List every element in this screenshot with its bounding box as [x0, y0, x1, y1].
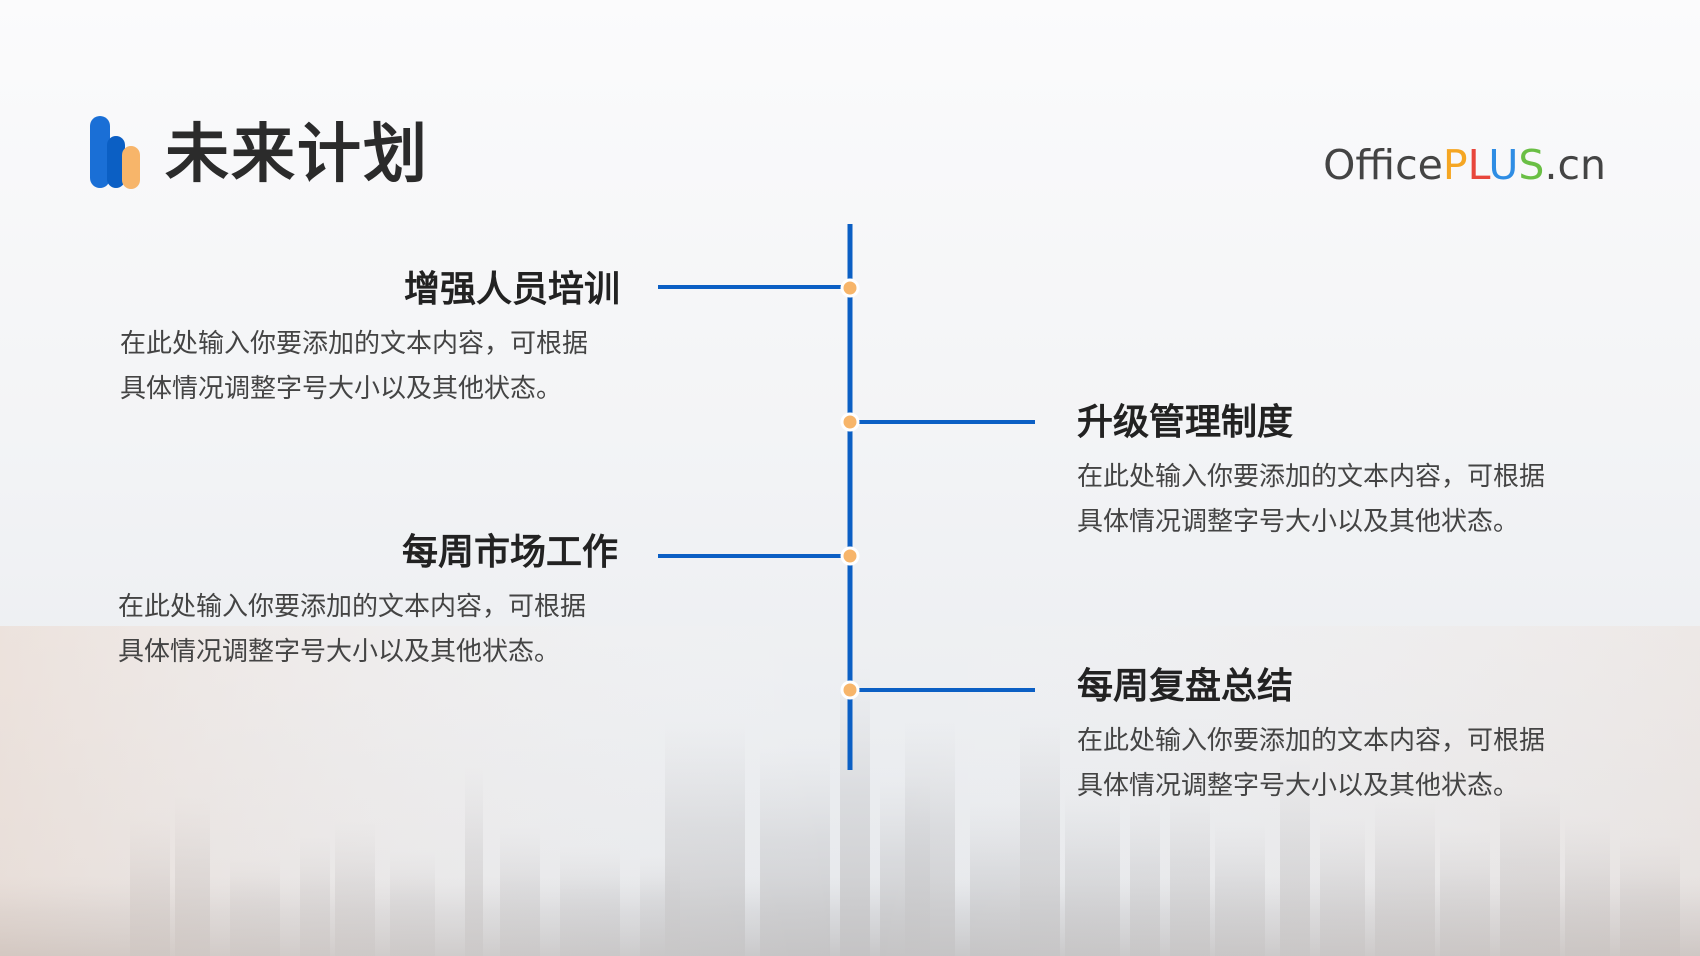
brand-office: Office — [1323, 141, 1443, 189]
slide-logo-icon — [90, 116, 140, 189]
officeplus-brand-logo: OfficePLUS.cn — [1323, 140, 1606, 190]
brand-letter-u: U — [1488, 141, 1519, 189]
item-title: 增强人员培训 — [403, 269, 620, 310]
brand-letter-p: P — [1442, 141, 1468, 189]
timeline-item-1: 增强人员培训 在此处输入你要添加的文本内容，可根据具体情况调整字号大小以及其他状… — [120, 266, 620, 412]
brand-suffix: .cn — [1544, 141, 1606, 189]
timeline-dot-4 — [840, 680, 860, 700]
item-body: 在此处输入你要添加的文本内容，可根据具体情况调整字号大小以及其他状态。 — [118, 592, 587, 667]
item-title: 每周复盘总结 — [1077, 666, 1294, 707]
timeline-item-2: 升级管理制度 在此处输入你要添加的文本内容，可根据具体情况调整字号大小以及其他状… — [1077, 399, 1577, 545]
brand-letter-l: L — [1467, 141, 1489, 189]
timeline-dot-3 — [840, 546, 860, 566]
page-title: 未来计划 — [165, 118, 429, 192]
timeline-item-4: 每周复盘总结 在此处输入你要添加的文本内容，可根据具体情况调整字号大小以及其他状… — [1077, 663, 1577, 809]
item-body: 在此处输入你要添加的文本内容，可根据具体情况调整字号大小以及其他状态。 — [120, 329, 589, 404]
item-title: 每周市场工作 — [401, 532, 618, 573]
item-body: 在此处输入你要添加的文本内容，可根据具体情况调整字号大小以及其他状态。 — [1077, 462, 1546, 537]
timeline-item-3: 每周市场工作 在此处输入你要添加的文本内容，可根据具体情况调整字号大小以及其他状… — [118, 529, 618, 675]
item-body: 在此处输入你要添加的文本内容，可根据具体情况调整字号大小以及其他状态。 — [1077, 726, 1546, 801]
item-title: 升级管理制度 — [1077, 402, 1294, 443]
timeline-dot-2 — [840, 412, 860, 432]
timeline-dot-1 — [840, 278, 860, 298]
brand-letter-s: S — [1518, 141, 1545, 189]
